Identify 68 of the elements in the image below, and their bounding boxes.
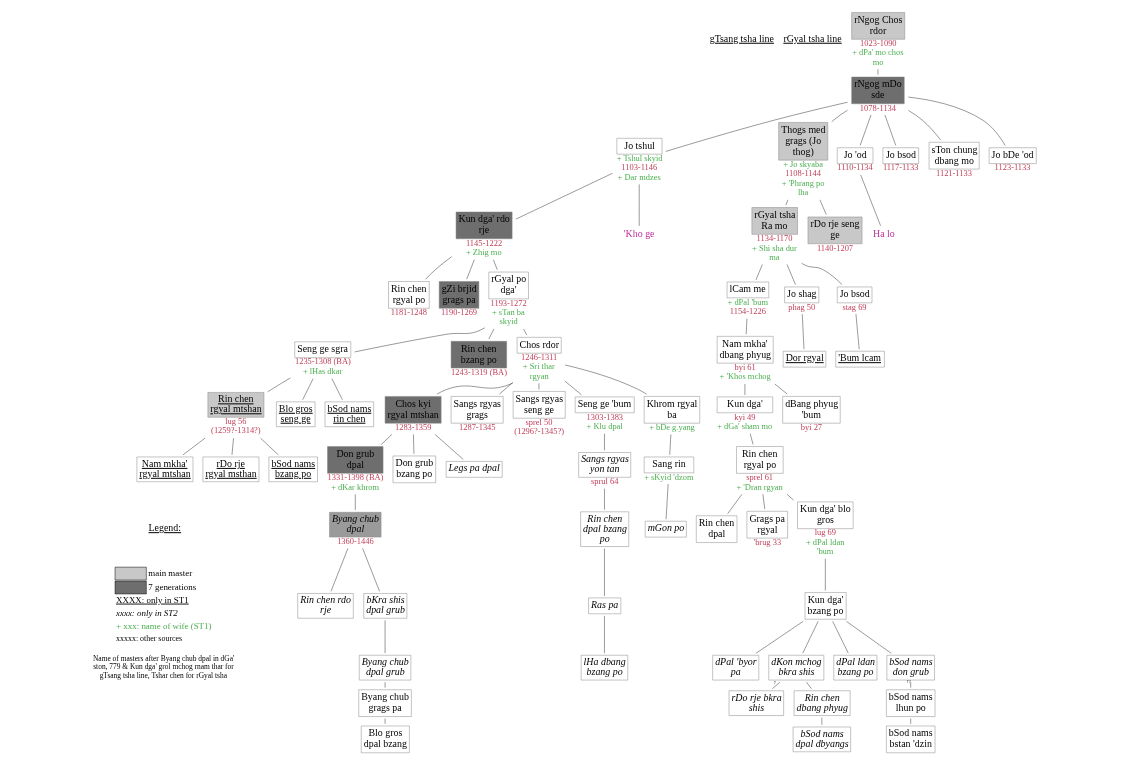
node-label: + Tshul skyid [616,152,663,163]
node-label: kyi 49 [734,411,756,422]
node-label: + Zhig mo [465,246,502,257]
node-label: + bDe g.yang [649,421,695,432]
legend-label: main master [148,567,193,578]
node-label: + dGa' sham mo [717,420,773,431]
legend-label: XXXX: only in ST1 [116,594,189,605]
node-label: byi 27 [800,421,823,432]
node-label: + dKar khrom [331,481,380,492]
legend-label: xxxxx: other sources [116,634,183,644]
connector [436,382,514,395]
node-label: + dPal ldan 'bum [805,536,845,557]
node-label: sprul 64 [591,476,619,487]
node-label: + sTan ba skyid [492,307,525,327]
node-label: 1121-1133 [936,167,972,178]
node-label: 1140-1207 [816,242,854,253]
legend-label: 7 generations [148,581,197,592]
node-label: + lHas dkar [302,365,343,376]
label: rGyal tsha line [783,32,842,44]
node-label: 1303-1383 [586,411,624,422]
node-label: 1023-1090 [860,38,897,49]
node-label: phag 50 [788,301,816,312]
node-label: sprel 61 [746,472,774,483]
node-label: 1360-1446 [337,535,374,546]
node-label: 1145-1222 [465,237,503,248]
node-label: 1243-1319 (BA) [451,366,507,377]
node-label: sprel 50 (1296?-1345?) [514,416,564,437]
node-label: + sKyid 'dzom [644,471,694,482]
legend-label: + xxx: name of wife (ST1) [116,620,212,631]
node-text: 'Kho ge [623,228,655,240]
node-label: + Klu dpal [586,420,623,431]
node-label: 1123-1133 [994,162,1031,173]
node-label: 1283-1359 [394,421,432,432]
node-label: + Shi sha dur ma [752,242,797,262]
node-label: + 'Khos mchog [719,371,771,382]
connector [877,69,879,75]
node-label: byi 61 [734,361,756,372]
node-label: 1108-1144 [785,168,822,179]
node-label: lug 69 [814,527,836,538]
connector [499,382,514,395]
legend-label: xxxx: only in ST2 [116,607,178,618]
node-label: 1246-1311 [521,351,558,362]
label: gTsang tsha line [709,32,774,44]
node-label: lug 56 (1259?-1314?) [211,416,261,436]
node-label: 1134-1170 [756,233,793,244]
node-label: 1235-1308 (BA) [294,356,351,367]
node-label: 1287-1345 [459,421,496,432]
node-label: + Jo skyaba [783,158,823,169]
node-label: + 'Dran rgyan [736,481,783,492]
node-label: 1331-1398 (BA) [327,472,384,483]
node-label: + Dar mdzes [617,171,661,182]
node-label: 1117-1133 [882,162,919,173]
node-label: + dPa' mo chos mo [852,47,904,67]
node-label: 1190-1269 [440,307,478,318]
node-label: 1181-1248 [390,307,427,318]
node-label: + dPal 'bum [727,296,768,307]
node-label: 'brug 33 [753,536,782,547]
label: Legend: [148,522,182,534]
node-label: + 'Phrang po lha [781,177,825,198]
node-label: 1154-1226 [729,306,766,317]
node-label: 1103-1146 [621,162,658,173]
node-label: 1110-1134 [837,162,873,173]
label: Name of masters after Byang chub dpal in dGa' ston, 779 & Kun dga' grol mchog rnam thar for gTsang tsha line, Tshar chen for rGyal tsha [92,653,235,680]
node-label: 1193-1272 [490,297,527,308]
node-text: Ha lo [872,228,895,240]
node-label: stag 69 [842,301,867,312]
node-label: + Sri thar rgyan [522,361,555,381]
node-label: 1078-1134 [859,102,897,113]
